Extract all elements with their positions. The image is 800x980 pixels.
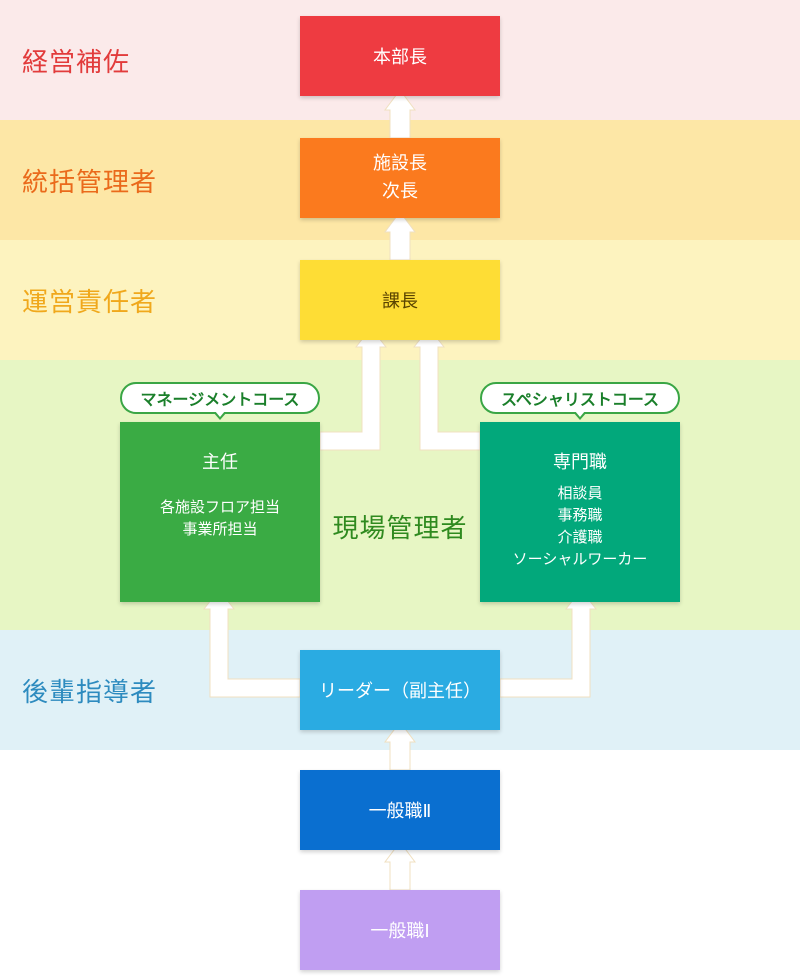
arrow-leader-to-shunin: [202, 589, 301, 698]
node-shunin-sub1: 各施設フロア担当: [159, 498, 280, 516]
node-ippan1-label: 一般職Ⅰ: [370, 921, 430, 942]
node-senmon-sub1: 相談員: [557, 484, 603, 502]
band-label-tokatsu-kanrisha: 統括管理者: [22, 168, 158, 198]
arrow-senmon-to-kacho: [412, 327, 481, 451]
node-shisetsucho-line1: 施設長: [373, 153, 427, 174]
node-shisetsucho-line2: 次長: [382, 181, 418, 202]
arrow-shunin-to-kacho: [319, 327, 388, 451]
node-ippan2: 一般職Ⅱ: [300, 770, 500, 850]
node-honbucho-label: 本部長: [373, 47, 427, 68]
node-senmon-sub2: 事務職: [557, 506, 603, 524]
arrow-leader-to-senmon: [499, 589, 598, 698]
management-course-tag: マネージメントコース: [120, 382, 320, 420]
node-shunin: 主任 各施設フロア担当 事業所担当: [120, 422, 320, 602]
node-ippan2-label: 一般職Ⅱ: [368, 801, 432, 822]
arrow-ippan2-to-leader: [384, 721, 416, 771]
node-senmon-sub3: 介護職: [557, 528, 603, 546]
arrow-kacho-to-shisetsucho: [384, 211, 416, 261]
arrow-ippan1-to-ippan2: [384, 841, 416, 891]
specialist-course-tag: スペシャリストコース: [480, 382, 680, 420]
node-senmon-title: 専門職: [553, 452, 607, 473]
node-shisetsucho: 施設長 次長: [300, 138, 500, 218]
band-label-unei-sekininsha: 運営責任者: [22, 288, 158, 318]
node-leader-label: リーダー（副主任）: [319, 681, 481, 702]
node-ippan1: 一般職Ⅰ: [300, 890, 500, 970]
node-senmon: 専門職 相談員 事務職 介護職 ソーシャルワーカー: [480, 422, 680, 602]
node-leader: リーダー（副主任）: [300, 650, 500, 730]
node-shunin-title: 主任: [202, 452, 238, 473]
node-kacho: 課長: [300, 260, 500, 340]
band-label-genba-kanrisha: 現場管理者: [332, 514, 468, 544]
arrow-shisetsucho-to-honbucho: [384, 89, 416, 139]
node-senmon-sub4: ソーシャルワーカー: [512, 550, 648, 568]
node-kacho-label: 課長: [382, 291, 418, 312]
node-honbucho: 本部長: [300, 16, 500, 96]
node-shunin-sub2: 事業所担当: [182, 520, 258, 538]
band-label-keiei-hosa: 経営補佐: [22, 48, 131, 78]
band-label-kohai-shidosha: 後輩指導者: [22, 678, 158, 708]
